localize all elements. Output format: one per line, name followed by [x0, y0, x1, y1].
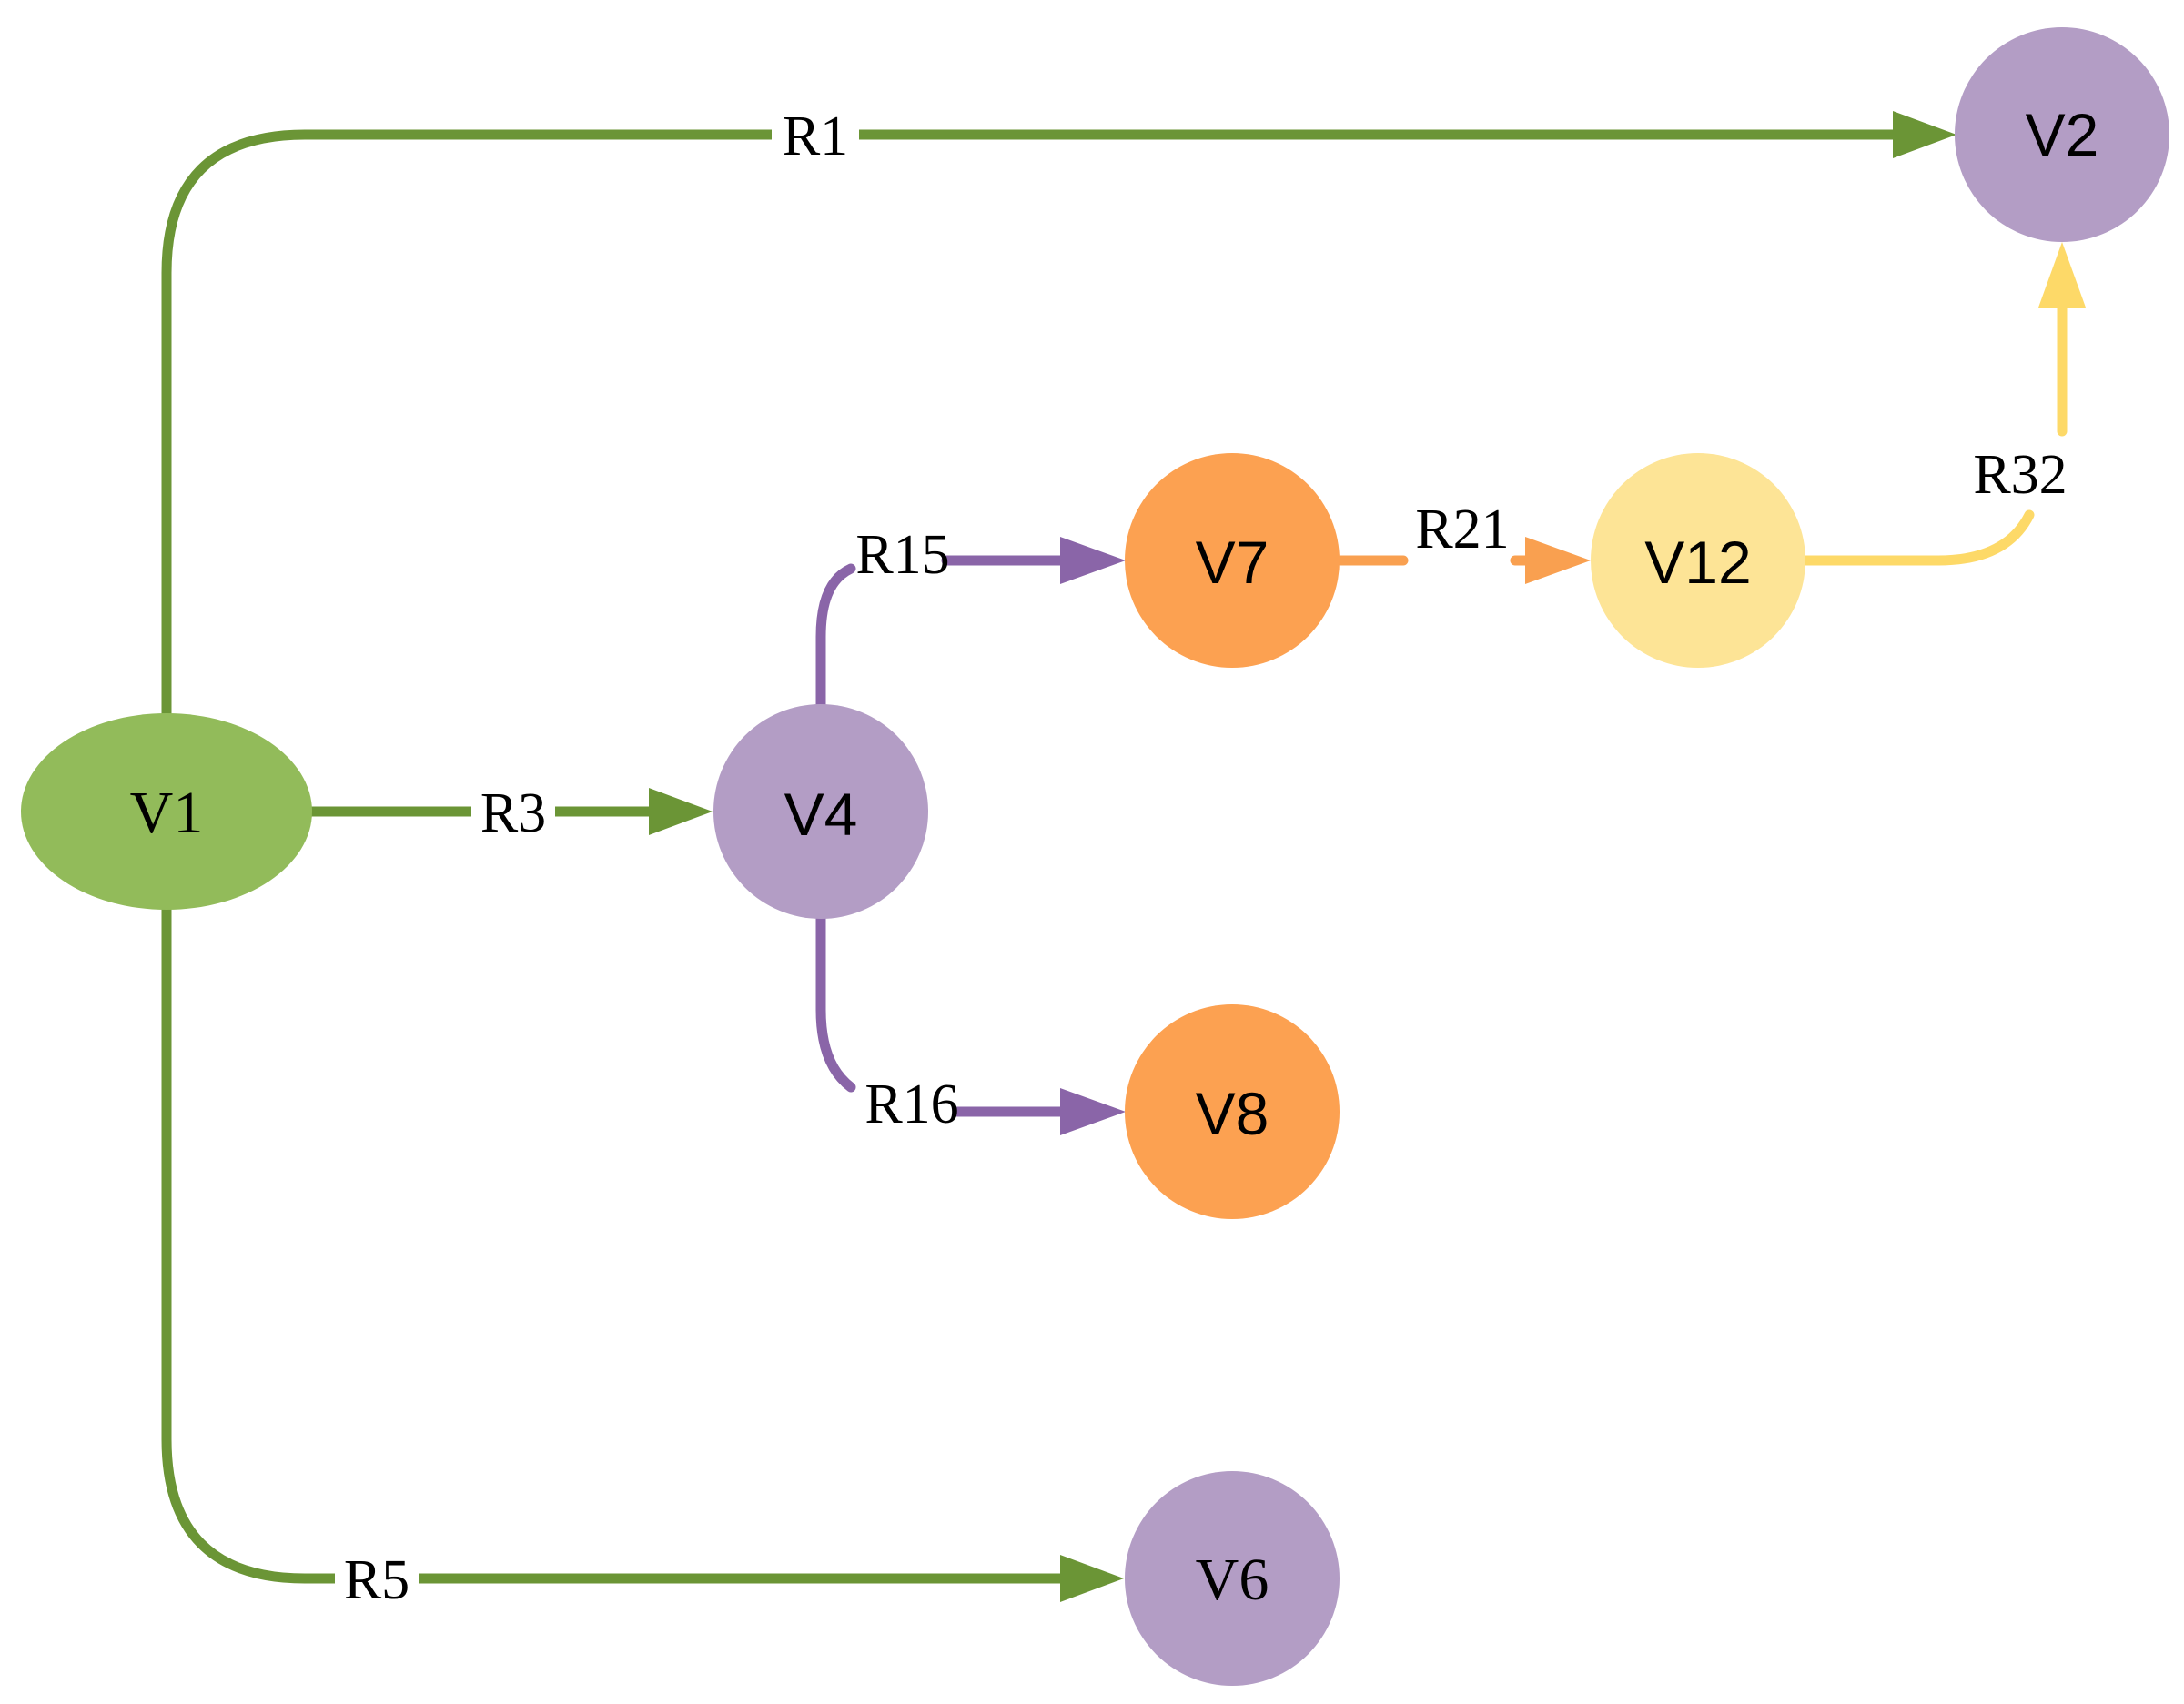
edge-r3-label-bg: [471, 781, 555, 844]
node-v6-shape: [1125, 1471, 1340, 1686]
node-v7-label: V7: [1196, 529, 1269, 596]
node-v1-label: V1: [130, 780, 204, 846]
edge-r1-label-bg: [772, 102, 859, 166]
node-v2-shape: [1955, 27, 2169, 242]
node-v4: V4: [713, 704, 928, 919]
edge-r32-arrowhead: [2038, 242, 2086, 308]
edge-r3-arrowhead: [649, 788, 713, 835]
node-v7-shape: [1125, 453, 1340, 668]
edge-r5-arrowhead: [1060, 1555, 1124, 1602]
node-v12-shape: [1591, 453, 1805, 668]
edge-r5-line: [161, 902, 1066, 1584]
node-v2-label: V2: [2026, 101, 2099, 168]
edge-r16-line: [815, 909, 1066, 1117]
edge-r16-label: R16: [864, 1074, 958, 1135]
edge-r15: R15: [815, 524, 1126, 715]
edge-r1: R1: [161, 102, 1956, 722]
node-v8-label: V8: [1196, 1080, 1269, 1147]
edge-r16: R16: [815, 909, 1126, 1135]
node-v6: V6: [1125, 1471, 1340, 1686]
node-v2: V2: [1955, 27, 2169, 242]
node-v1: V1: [21, 713, 312, 910]
edge-r15-line: [815, 555, 1066, 715]
edge-r32-label: R32: [1973, 444, 2067, 506]
node-v6-label: V6: [1196, 1547, 1269, 1613]
node-v8: V8: [1125, 1004, 1340, 1219]
edge-r1-line: [161, 129, 1898, 722]
node-v4-shape: [713, 704, 928, 919]
edge-r3-label: R3: [480, 782, 546, 844]
edge-r15-label: R15: [855, 524, 949, 586]
node-v1-shape: [21, 713, 312, 910]
edge-r21-arrowhead: [1525, 537, 1591, 584]
edge-r32: R32: [1795, 242, 2086, 566]
edge-r32-line: [1795, 302, 2068, 566]
edge-r1-label: R1: [783, 106, 848, 167]
edge-r5-label-bg: [335, 1547, 419, 1610]
node-v4-label: V4: [784, 781, 858, 848]
node-v7: V7: [1125, 453, 1340, 668]
node-v12: V12: [1591, 453, 1805, 668]
edge-r5-label: R5: [344, 1549, 410, 1611]
edge-r1-arrowhead: [1893, 111, 1956, 158]
edge-r21-label: R21: [1415, 499, 1509, 560]
edge-r5: R5: [161, 902, 1124, 1611]
node-v8-shape: [1125, 1004, 1340, 1219]
edge-r15-arrowhead: [1060, 537, 1126, 584]
node-v12-label: V12: [1644, 529, 1751, 596]
edge-r21: R21: [1335, 499, 1591, 584]
edge-r3: R3: [302, 781, 713, 844]
edge-r16-arrowhead: [1060, 1088, 1126, 1135]
